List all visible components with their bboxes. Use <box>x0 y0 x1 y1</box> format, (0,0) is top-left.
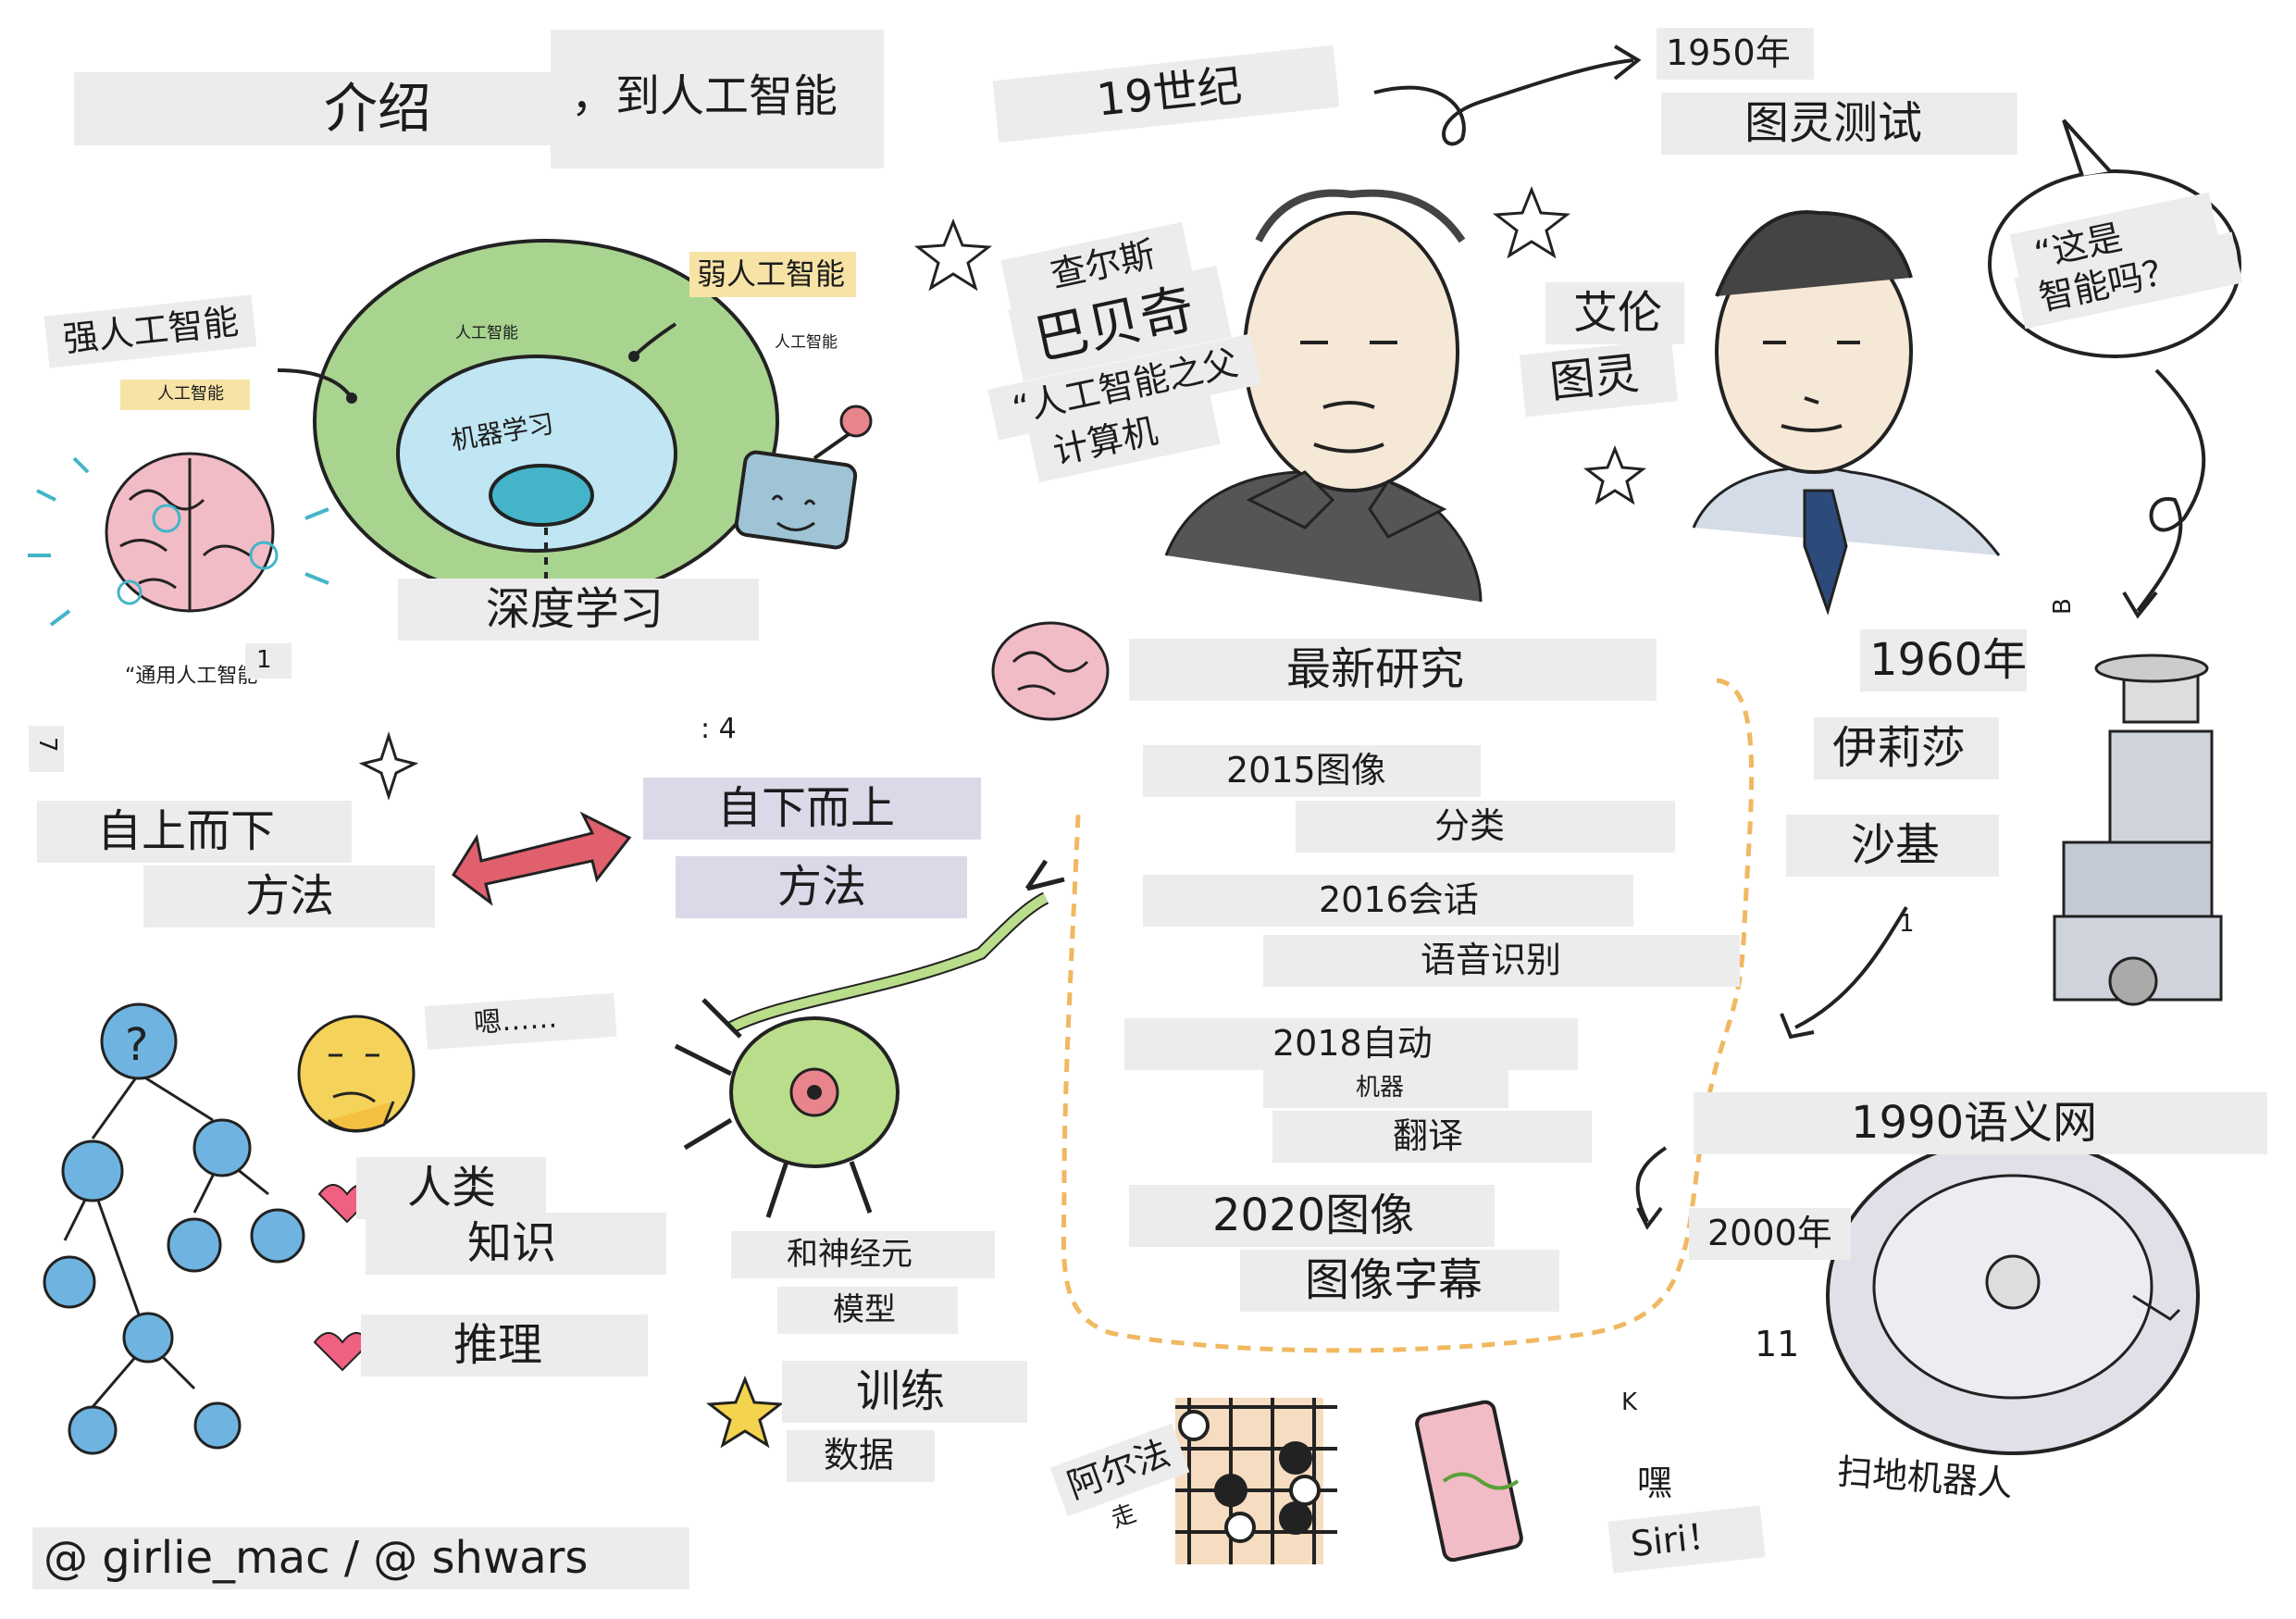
label-11: 11 <box>1755 1324 1800 1364</box>
double-arrow-icon <box>451 811 632 906</box>
roomba-icon <box>1826 1137 2200 1455</box>
label-side-4: : 4 <box>701 713 737 745</box>
label-weak-ai: 弱人工智能 <box>689 252 856 297</box>
label-turing-test: 图灵测试 <box>1661 93 2017 156</box>
label-1990-semantic-web: 1990语义网 <box>1694 1092 2267 1155</box>
label-bottom-up-2: 方法 <box>676 856 967 919</box>
label-strong-ai-sub: 人工智能 <box>120 380 250 410</box>
label-1960: 1960年 <box>1860 629 2027 692</box>
turing-portrait <box>1692 210 2001 616</box>
go-board-icon <box>1175 1398 1337 1564</box>
research-heading: 最新研究 <box>1129 639 1657 702</box>
ai-venn-diagram <box>277 239 779 604</box>
babbage-portrait <box>1164 189 1483 603</box>
label-eliza: 伊莉莎 <box>1814 717 1999 780</box>
label-bottom-up-1: 自下而上 <box>643 778 981 841</box>
svg-text:?: ? <box>125 1019 148 1071</box>
research-2016-b: 语音识别 <box>1263 935 1740 987</box>
thinking-face-icon <box>297 1015 416 1133</box>
label-agi-num: 1 <box>245 643 292 679</box>
label-top-down-1: 自上而下 <box>37 801 352 864</box>
label-reasoning: 推理 <box>361 1314 648 1377</box>
label-k: K <box>1621 1389 1638 1416</box>
label-b: B <box>2049 598 2078 615</box>
credit-handles: @ girlie_mac / @ shwars <box>32 1527 689 1590</box>
label-neuron-model-2: 模型 <box>777 1287 958 1335</box>
label-weak-ai-sub: 人工智能 <box>775 333 838 352</box>
label-venn-ai: 人工智能 <box>455 324 518 342</box>
research-2020-a: 2020图像 <box>1129 1185 1495 1248</box>
label-one: 1 <box>1899 910 1915 938</box>
label-human: 人类 <box>356 1157 546 1220</box>
turing-name-1: 艾伦 <box>1545 282 1684 345</box>
label-deep-learning: 深度学习 <box>398 579 759 641</box>
label-side-7: 7 <box>29 725 64 772</box>
neuron-icon <box>674 859 1065 1218</box>
decorative-stars <box>358 185 1646 1449</box>
brain-icon <box>28 452 329 627</box>
label-top-down-2: 方法 <box>143 866 435 928</box>
decision-tree-diagram: ? <box>43 1003 305 1455</box>
label-neuron-model-1: 和神经元 <box>731 1231 995 1279</box>
research-2018-a: 2018自动 <box>1124 1018 1578 1070</box>
research-2015-a: 2015图像 <box>1143 745 1481 797</box>
label-shakey: 沙基 <box>1786 815 1999 878</box>
label-training: 训练 <box>782 1361 1027 1424</box>
title-part2: ，到人工智能 <box>551 30 884 168</box>
research-2018-c: 翻译 <box>1272 1111 1592 1163</box>
research-2018-b: 机器 <box>1263 1069 1508 1108</box>
phone-icon <box>1415 1400 1523 1563</box>
label-1950: 1950年 <box>1657 28 1814 80</box>
research-2016-a: 2016会话 <box>1143 875 1633 927</box>
label-data: 数据 <box>787 1430 935 1482</box>
small-brain-icon <box>991 621 1110 721</box>
timeline-arrows <box>1373 44 2206 1230</box>
label-hey: 嘿 <box>1637 1463 1673 1503</box>
title-part1: 介绍 <box>74 72 555 145</box>
robot-icon <box>734 405 873 550</box>
label-agi: “通用人工智能 <box>125 665 258 688</box>
label-2000: 2000年 <box>1689 1208 1851 1260</box>
label-knowledge: 知识 <box>366 1213 666 1276</box>
research-frame <box>1061 678 1755 1353</box>
shakey-robot-icon <box>2053 654 2223 1006</box>
research-2015-b: 分类 <box>1296 801 1675 853</box>
research-2020-b: 图像字幕 <box>1240 1250 1559 1313</box>
